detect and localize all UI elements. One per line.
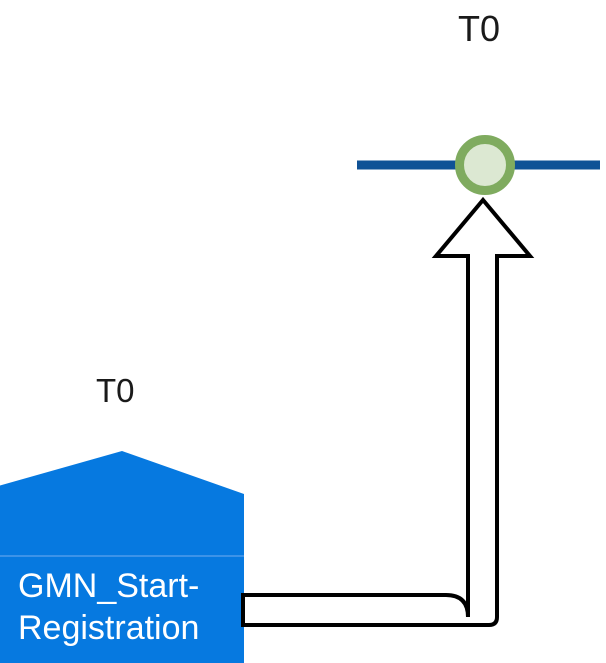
event-label: T0 <box>458 8 501 49</box>
task-label: T0 <box>96 372 135 409</box>
intermediate-event-node[interactable] <box>455 135 515 195</box>
task-title: GMN_Start- Registration <box>18 567 200 647</box>
flow-arrow[interactable] <box>241 196 535 627</box>
